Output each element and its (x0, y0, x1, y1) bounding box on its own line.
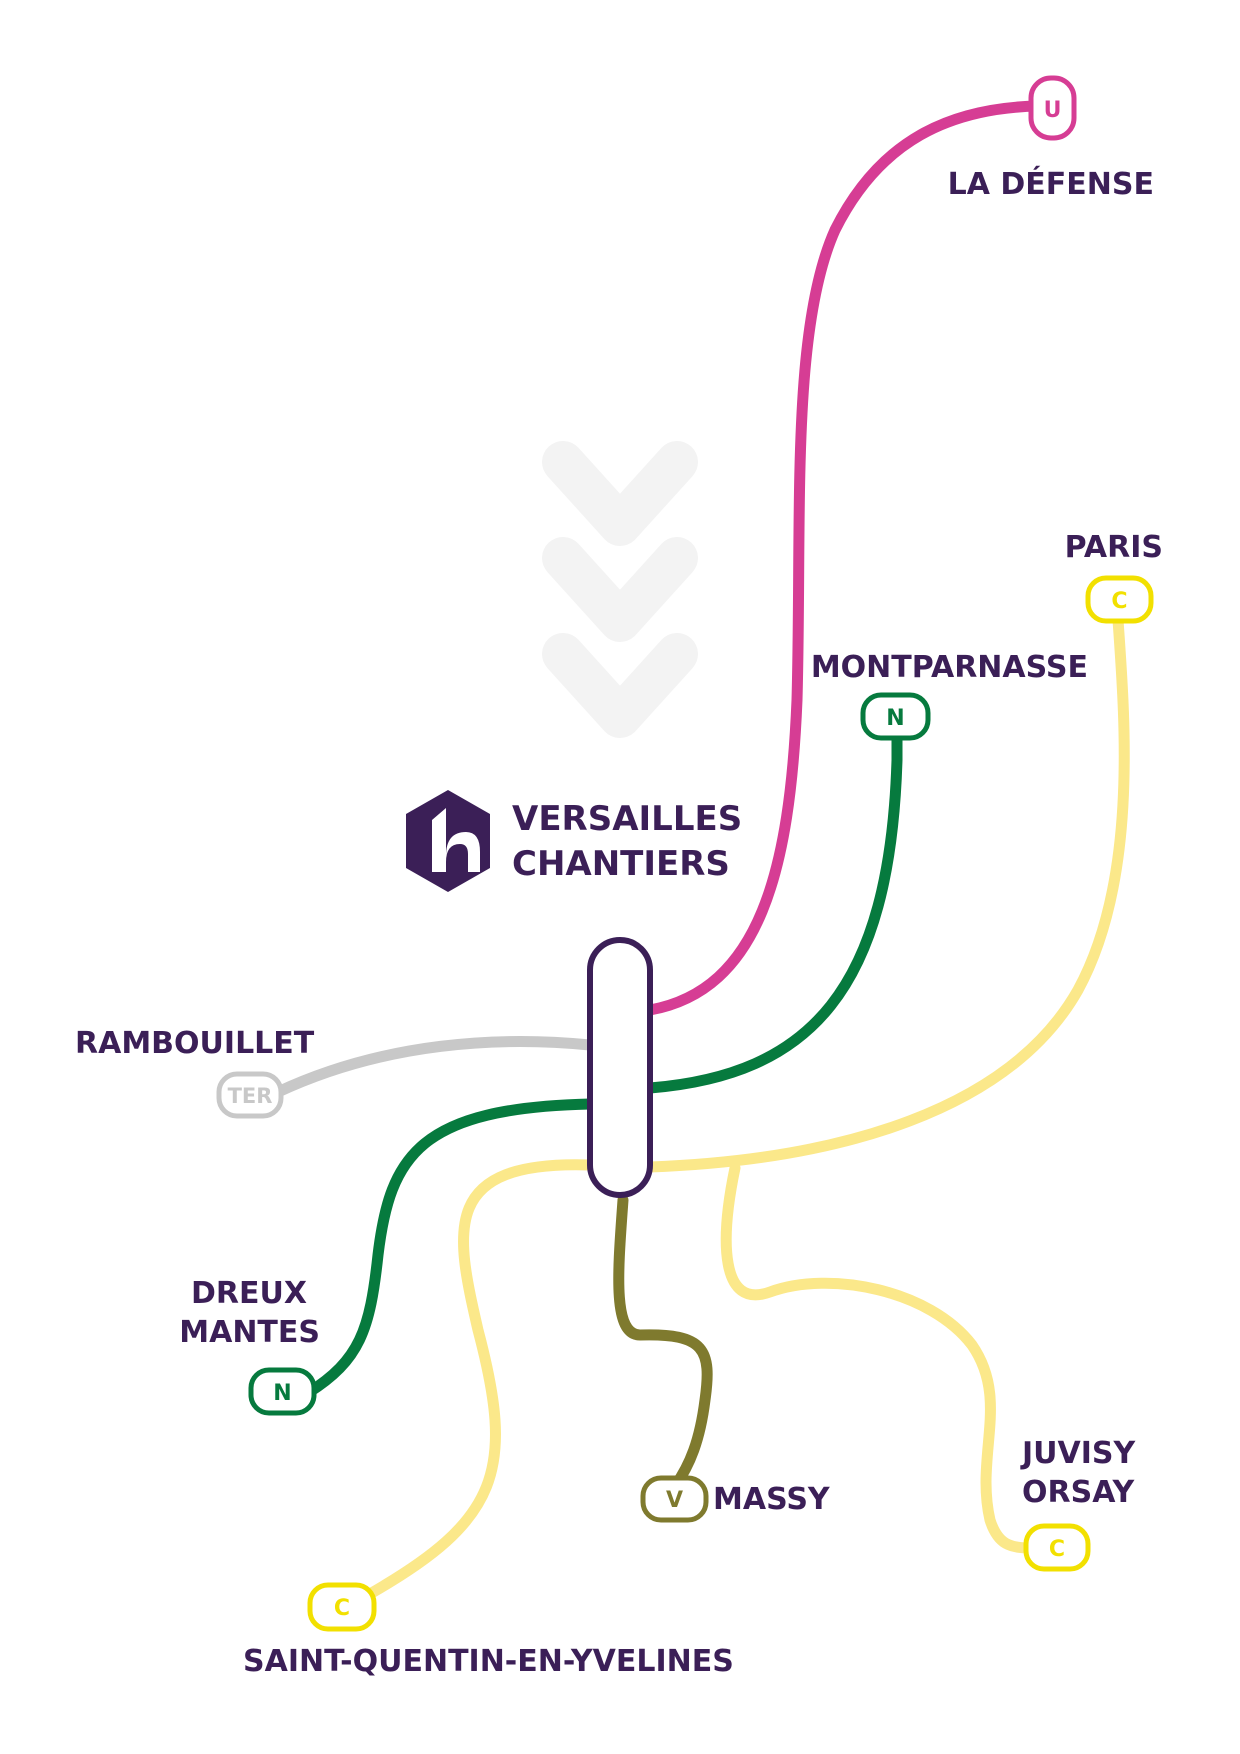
destination-saint-quentin: SAINT-QUENTIN-EN-YVELINES (243, 1644, 734, 1679)
badge-u-la-defense[interactable]: U (1028, 75, 1077, 141)
station-name-line1: VERSAILLES (512, 799, 742, 839)
badge-label: TER (228, 1084, 273, 1108)
badge-label: C (1049, 1537, 1065, 1562)
chevron-down-icon (542, 633, 698, 738)
badge-ter-rambouillet[interactable]: TER (216, 1071, 284, 1119)
hub-hexagon-logo-icon (406, 790, 490, 892)
destination-juvisy: JUVISY (1020, 1436, 1137, 1471)
badge-n-montparnasse[interactable]: N (860, 692, 931, 741)
badge-label: N (273, 1381, 291, 1406)
badge-c-saint-quentin[interactable]: C (307, 1582, 377, 1632)
badge-label: V (666, 1488, 683, 1513)
badge-c-paris[interactable]: C (1085, 575, 1154, 624)
destination-mantes: MANTES (179, 1315, 320, 1350)
chevron-down-icon (542, 537, 698, 642)
destination-massy: MASSY (713, 1482, 831, 1517)
station-platform[interactable] (587, 937, 653, 1198)
badge-n-dreux-mantes[interactable]: N (248, 1367, 317, 1416)
destination-orsay: ORSAY (1022, 1475, 1136, 1510)
direction-chevrons (542, 441, 698, 738)
destination-montparnasse: MONTPARNASSE (811, 650, 1088, 685)
line-c-saint-quentin (362, 1159, 596, 1601)
line-n-dreux-mantes (302, 1098, 596, 1399)
badge-label: C (1111, 589, 1127, 614)
chevron-down-icon (542, 441, 698, 546)
station-name-line2: CHANTIERS (512, 844, 730, 884)
badge-label: U (1044, 98, 1062, 123)
badge-v-massy[interactable]: V (640, 1475, 709, 1523)
destination-dreux: DREUX (191, 1276, 307, 1311)
line-v-massy (613, 1194, 713, 1492)
line-c-juvisy-orsay (720, 1162, 1039, 1554)
badge-c-juvisy-orsay[interactable]: C (1023, 1523, 1091, 1572)
line-ter-rambouillet (272, 1036, 596, 1098)
line-c-paris (644, 614, 1130, 1173)
badge-label: C (334, 1596, 350, 1621)
line-u-la-defense (644, 100, 1044, 1016)
line-n-montparnasse (644, 729, 903, 1094)
destination-la-defense: LA DÉFENSE (948, 166, 1154, 202)
destination-paris: PARIS (1065, 530, 1163, 565)
badge-label: N (886, 706, 904, 731)
destination-rambouillet: RAMBOUILLET (75, 1026, 315, 1061)
